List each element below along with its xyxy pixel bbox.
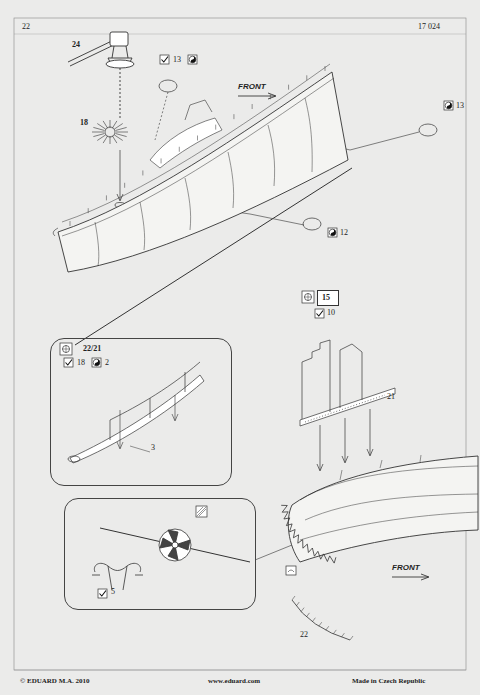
radial-part <box>92 120 128 144</box>
boxed-step-number: 15 <box>317 290 339 306</box>
step-number: 22/21 <box>83 344 101 354</box>
rail-posts <box>70 66 325 226</box>
front-arrow <box>392 574 429 580</box>
callout-number: 13 <box>456 101 464 111</box>
callout-number: 18 <box>77 358 85 368</box>
detail-inset: 5 <box>64 498 256 610</box>
direction-label: FRONT <box>392 563 420 573</box>
callout-number: 17 024 <box>418 22 440 32</box>
callout-number: 10 <box>327 308 335 318</box>
callout-number: 18 <box>80 118 88 128</box>
callout-number: 13 <box>173 55 181 65</box>
callout-number: 2 <box>105 358 109 368</box>
disc-part <box>303 218 321 230</box>
callout-number: 12 <box>340 228 348 238</box>
callout-number: 15 <box>322 293 330 303</box>
hull-drawing <box>53 64 352 345</box>
disc-part <box>159 80 177 92</box>
arc-part <box>292 596 353 640</box>
callout-number: 3 <box>151 443 155 453</box>
page-frame <box>14 18 466 670</box>
stern-drawing <box>288 455 478 562</box>
callout-number: 5 <box>111 587 115 597</box>
footer-text: © EDUARD M.A. 2010 <box>20 676 90 686</box>
rail-part <box>68 362 204 463</box>
propeller-part <box>92 528 292 590</box>
disc-part <box>419 124 437 136</box>
callout-number: 22 <box>300 630 308 640</box>
callout-number: 22 <box>22 22 30 32</box>
callout-number: 21 <box>387 392 395 402</box>
gun-part <box>68 32 134 118</box>
footer-text: Made in Czech Republic <box>352 676 425 686</box>
front-arrow <box>238 93 276 99</box>
footer-text: www.eduard.com <box>208 676 260 686</box>
toothed-part <box>281 505 336 563</box>
callout-number: 24 <box>72 40 80 50</box>
plate-part <box>300 340 395 471</box>
direction-label: FRONT <box>238 82 266 92</box>
detail-inset: 22/21 18 2 3 <box>50 338 232 486</box>
